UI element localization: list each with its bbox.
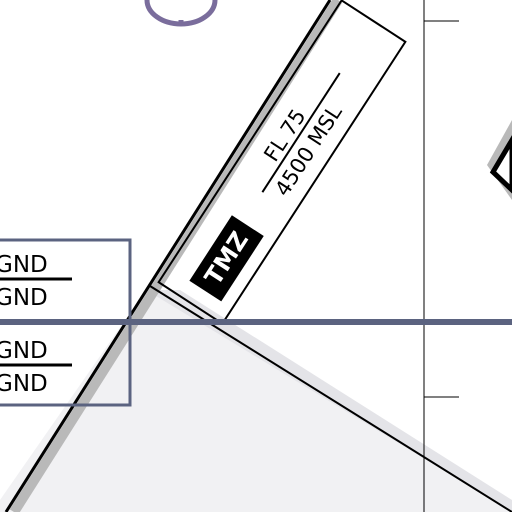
- altitude-label: GND: [0, 252, 48, 278]
- airspace-altitude-box: GND GND GND GND: [0, 238, 132, 407]
- shaded-boundary-band: [146, 290, 512, 512]
- tmz-badge: TMZ: [189, 215, 264, 302]
- altitude-label: GND: [0, 338, 48, 364]
- shaded-airspace-area: [0, 290, 512, 512]
- navaid-symbol: [144, 0, 218, 27]
- airport-symbol-partial: [487, 120, 512, 200]
- tmz-limit-divider: [261, 72, 341, 193]
- altitude-label: GND: [0, 285, 48, 311]
- tmz-box: TMZ FL 75 4500 MSL: [157, 0, 407, 325]
- altitude-label: GND: [0, 371, 48, 397]
- airspace-boundary-line: [4, 0, 332, 512]
